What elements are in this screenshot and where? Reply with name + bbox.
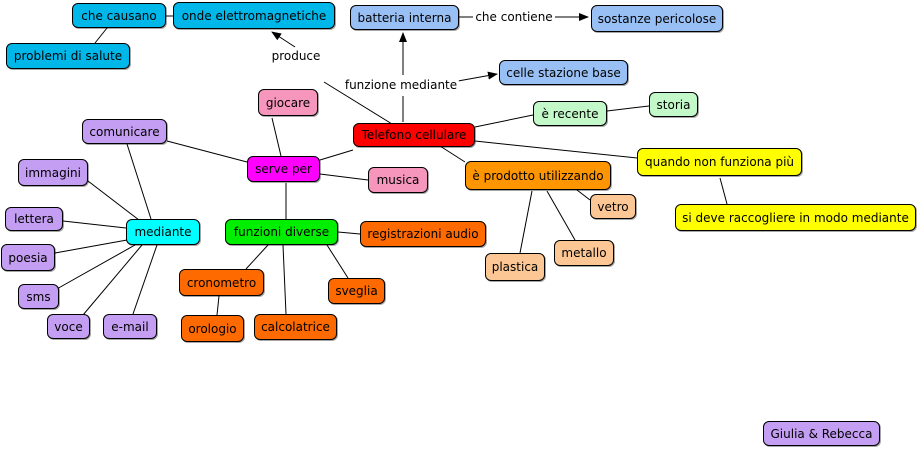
node-sostanze-pericolose[interactable]: sostanze pericolose [591,5,723,32]
link-label-funzione-mediante: funzione mediante [342,78,460,92]
link-prodotto-vetro [576,189,591,201]
node-storia[interactable]: storia [649,92,698,117]
node-vetro[interactable]: vetro [590,194,636,219]
node-problemi-di-salute[interactable]: problemi di salute [6,43,130,69]
link-serve-per-giocare [271,117,282,157]
link-mediante-poesia [54,239,128,254]
link-serve-per-musica [319,173,369,181]
node-funzioni-diverse[interactable]: funzioni diverse [225,219,338,245]
node-comunicare[interactable]: comunicare [82,119,167,144]
node-giocare[interactable]: giocare [258,89,318,116]
link-funzioni-calcolatrice [282,244,287,315]
link-mediante-lettera [62,220,127,229]
link-telefono-prodotto [439,145,466,163]
node-registrazioni-audio[interactable]: registrazioni audio [360,221,486,247]
node-calcolatrice[interactable]: calcolatrice [254,314,337,340]
node-che-causano[interactable]: che causano [72,3,166,28]
link-serve-per-comunicare [166,140,248,163]
node-voce[interactable]: voce [47,314,90,339]
node-lettera[interactable]: lettera [5,207,63,231]
link-cronometro-orologio [216,295,220,316]
node-quando-non-funziona-piu[interactable]: quando non funziona più [637,148,802,176]
link-mediante-email [132,244,158,315]
link-telefono-serve-per [319,149,354,161]
node-serve-per[interactable]: serve per [247,156,320,182]
link-comunicare-mediante [126,143,152,220]
node-cronometro[interactable]: cronometro [179,269,264,296]
node-orologio[interactable]: orologio [181,315,244,342]
link-telefono-recente [474,114,534,128]
link-recente-storia [606,105,650,112]
node-onde-elettromagnetiche[interactable]: onde elettromagnetiche [173,2,335,29]
node-mediante[interactable]: mediante [126,219,200,245]
node-musica[interactable]: musica [368,167,428,193]
node-autori[interactable]: Giulia & Rebecca [763,421,880,446]
node-poesia[interactable]: poesia [1,244,55,271]
node-sveglia[interactable]: sveglia [328,278,385,304]
link-funzioni-sveglia [326,244,349,279]
link-che-causano-problemi [94,27,108,44]
node-telefono-cellulare[interactable]: Telefono cellulare [353,123,475,147]
node-plastica[interactable]: plastica [485,253,545,281]
node-e-prodotto-utilizzando[interactable]: è prodotto utilizzando [465,161,611,190]
link-telefono-quando [474,140,638,159]
link-mediante-voce [82,244,143,316]
link-prodotto-metallo [546,190,576,241]
node-celle-stazione-base[interactable]: celle stazione base [499,60,628,85]
link-quando-raccogliere [719,177,728,205]
link-funzione-mediante-celle [457,71,498,82]
node-si-deve-raccogliere[interactable]: si deve raccogliere in modo mediante [675,204,916,231]
link-telefono-produce [323,81,393,125]
link-label-produce: produce [269,49,323,63]
link-funzioni-registrazioni [337,231,361,235]
node-batteria-interna[interactable]: batteria interna [350,5,459,30]
link-produce-onde [271,31,296,48]
node-e-mail[interactable]: e-mail [103,314,157,339]
link-mediante-sms [54,244,136,291]
link-mediante-immagini [87,180,140,221]
node-e-recente[interactable]: è recente [533,101,607,126]
node-metallo[interactable]: metallo [554,240,614,266]
link-prodotto-plastica [519,190,533,254]
link-funzioni-cronometro [245,244,269,270]
node-immagini[interactable]: immagini [18,159,88,186]
link-label-che-contiene: che contiene [473,10,555,24]
node-sms[interactable]: sms [18,284,59,309]
